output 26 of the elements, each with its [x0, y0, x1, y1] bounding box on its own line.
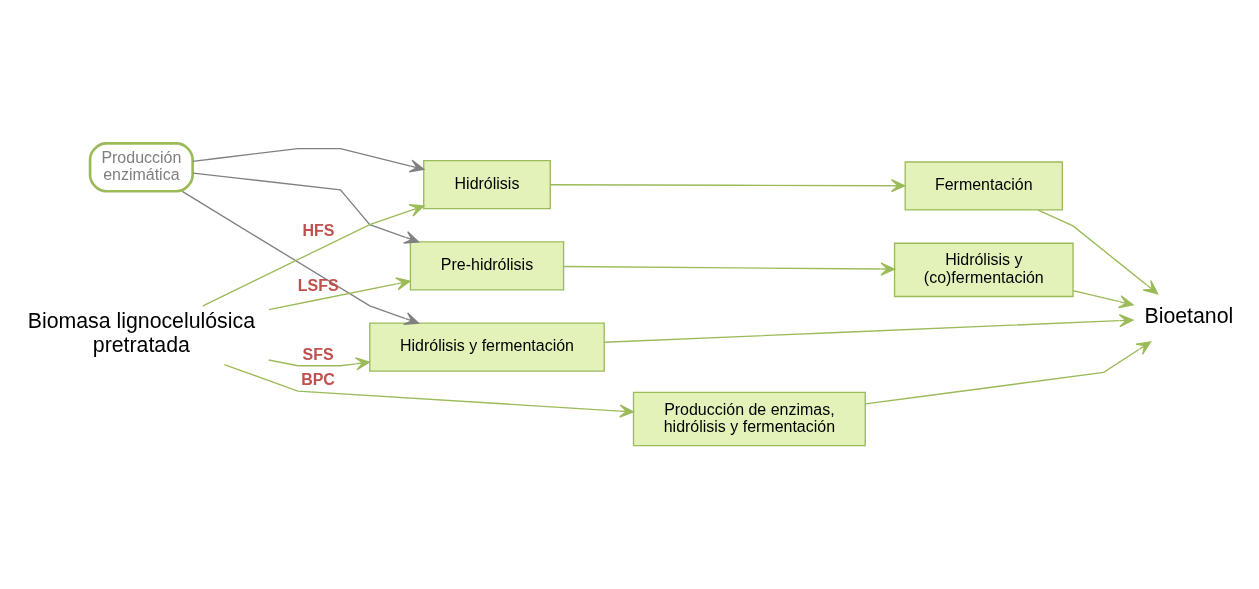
arrow: [864, 341, 1152, 405]
edge-label: BPC: [301, 371, 335, 389]
edge-label: HFS: [302, 222, 335, 240]
node-box: Fermentación: [904, 161, 1064, 211]
arrow: [549, 179, 906, 193]
node-box: Hidrólisis y fermentación: [369, 322, 605, 372]
arrow: [192, 172, 419, 244]
node-text: Biomasa lignocelulósica pretratada: [27, 309, 255, 358]
arrow: [191, 148, 425, 173]
arrow: [1037, 209, 1159, 295]
arrow: [223, 363, 634, 418]
arrow: [268, 277, 411, 311]
arrow: [1072, 290, 1134, 309]
arrow: [563, 262, 896, 276]
node-box: Pre-hidrólisis: [409, 241, 565, 291]
node-text: Bioetanol: [1144, 303, 1234, 328]
node-box: Producción de enzimas, hidrólisis y fermentación: [632, 391, 866, 447]
edge-label: SFS: [302, 345, 334, 363]
edge-label: LSFS: [297, 276, 339, 294]
arrow: [181, 190, 419, 325]
arrow: [603, 314, 1134, 343]
arrow: [268, 357, 371, 371]
node-box: Producción enzimática: [88, 142, 194, 193]
node-box: Hidrólisis: [423, 159, 551, 210]
node-box: Hidrólisis y (co)fermentación: [893, 242, 1074, 298]
arrow: [202, 204, 425, 307]
